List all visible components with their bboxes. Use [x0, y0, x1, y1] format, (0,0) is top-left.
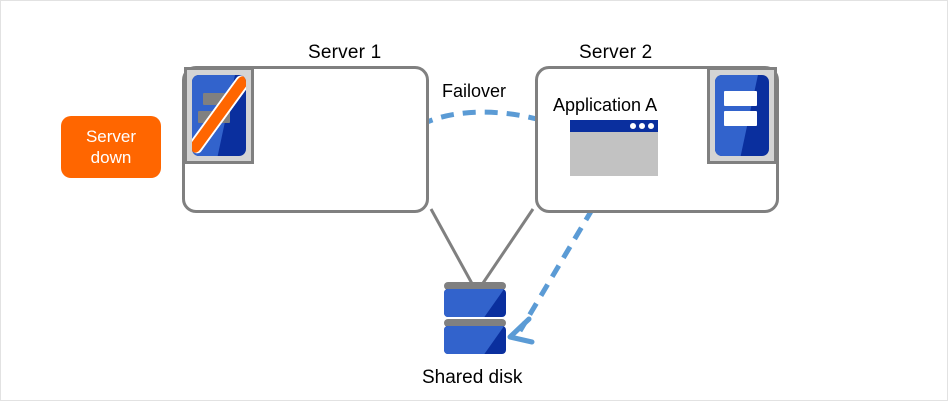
disk-cap-bottom	[444, 319, 506, 327]
application-window-icon	[570, 120, 658, 176]
status-badge-line2: down	[90, 148, 132, 167]
disk-slab-bottom	[444, 326, 506, 354]
server-machine-down-icon	[184, 67, 254, 164]
shared-disk-icon	[444, 282, 506, 360]
application-arrow-head	[507, 316, 535, 345]
window-dot-3	[648, 123, 654, 129]
failover-label: Failover	[442, 81, 507, 101]
server-machine-up-icon	[707, 67, 777, 164]
status-badge: Server down	[61, 116, 161, 178]
application-titlebar	[570, 120, 658, 132]
disk-slab-top	[444, 289, 506, 317]
server1-to-shared-disk-line	[429, 208, 477, 290]
window-dot-2	[639, 123, 645, 129]
machine-bar-bottom	[723, 110, 758, 126]
shared-disk-label: Shared disk	[422, 367, 523, 388]
window-dot-1	[630, 123, 636, 129]
application-label: Application A	[553, 95, 658, 115]
server1-title: Server 1	[308, 42, 382, 63]
server2-to-shared-disk-line	[477, 208, 535, 290]
status-badge-line1: Server	[85, 127, 137, 146]
server2-title: Server 2	[579, 42, 653, 63]
disk-cap-top	[444, 282, 506, 290]
machine-bar-top	[723, 91, 758, 107]
